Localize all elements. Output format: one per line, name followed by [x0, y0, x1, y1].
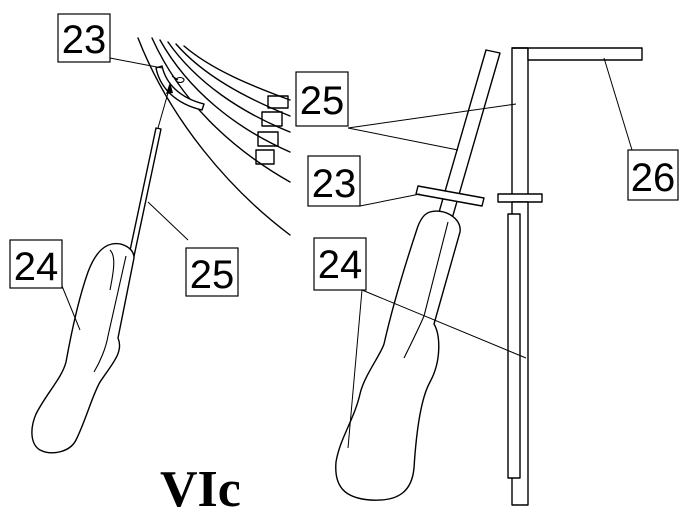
handle-part-24	[31, 242, 135, 454]
svg-text:23: 23	[312, 162, 357, 206]
label-24-right: 24	[313, 237, 367, 291]
svg-text:24: 24	[318, 243, 363, 287]
right-view: 25 23 24 26	[295, 47, 679, 506]
label-25-right: 25	[295, 71, 349, 127]
svg-text:26: 26	[631, 156, 676, 200]
handle-part-24-right	[335, 210, 461, 501]
curved-rim	[137, 37, 291, 236]
svg-text:23: 23	[62, 18, 107, 62]
left-view: 23 25 24 VIc	[9, 13, 291, 508]
frame-post	[497, 47, 643, 506]
label-26-right: 26	[627, 149, 679, 201]
right-leaders	[347, 57, 633, 449]
figure-caption: VIc	[160, 461, 241, 508]
clip-part-23-right	[415, 185, 485, 207]
svg-text:24: 24	[14, 245, 59, 289]
svg-text:25: 25	[300, 79, 345, 123]
label-25-left: 25	[185, 247, 239, 297]
insertion-arrow	[157, 82, 173, 129]
left-leaders	[61, 57, 189, 331]
label-24-left: 24	[9, 239, 63, 289]
label-23-right: 23	[307, 155, 361, 207]
label-23-left: 23	[57, 13, 111, 63]
svg-text:25: 25	[190, 253, 235, 297]
rim-brackets	[255, 95, 289, 165]
